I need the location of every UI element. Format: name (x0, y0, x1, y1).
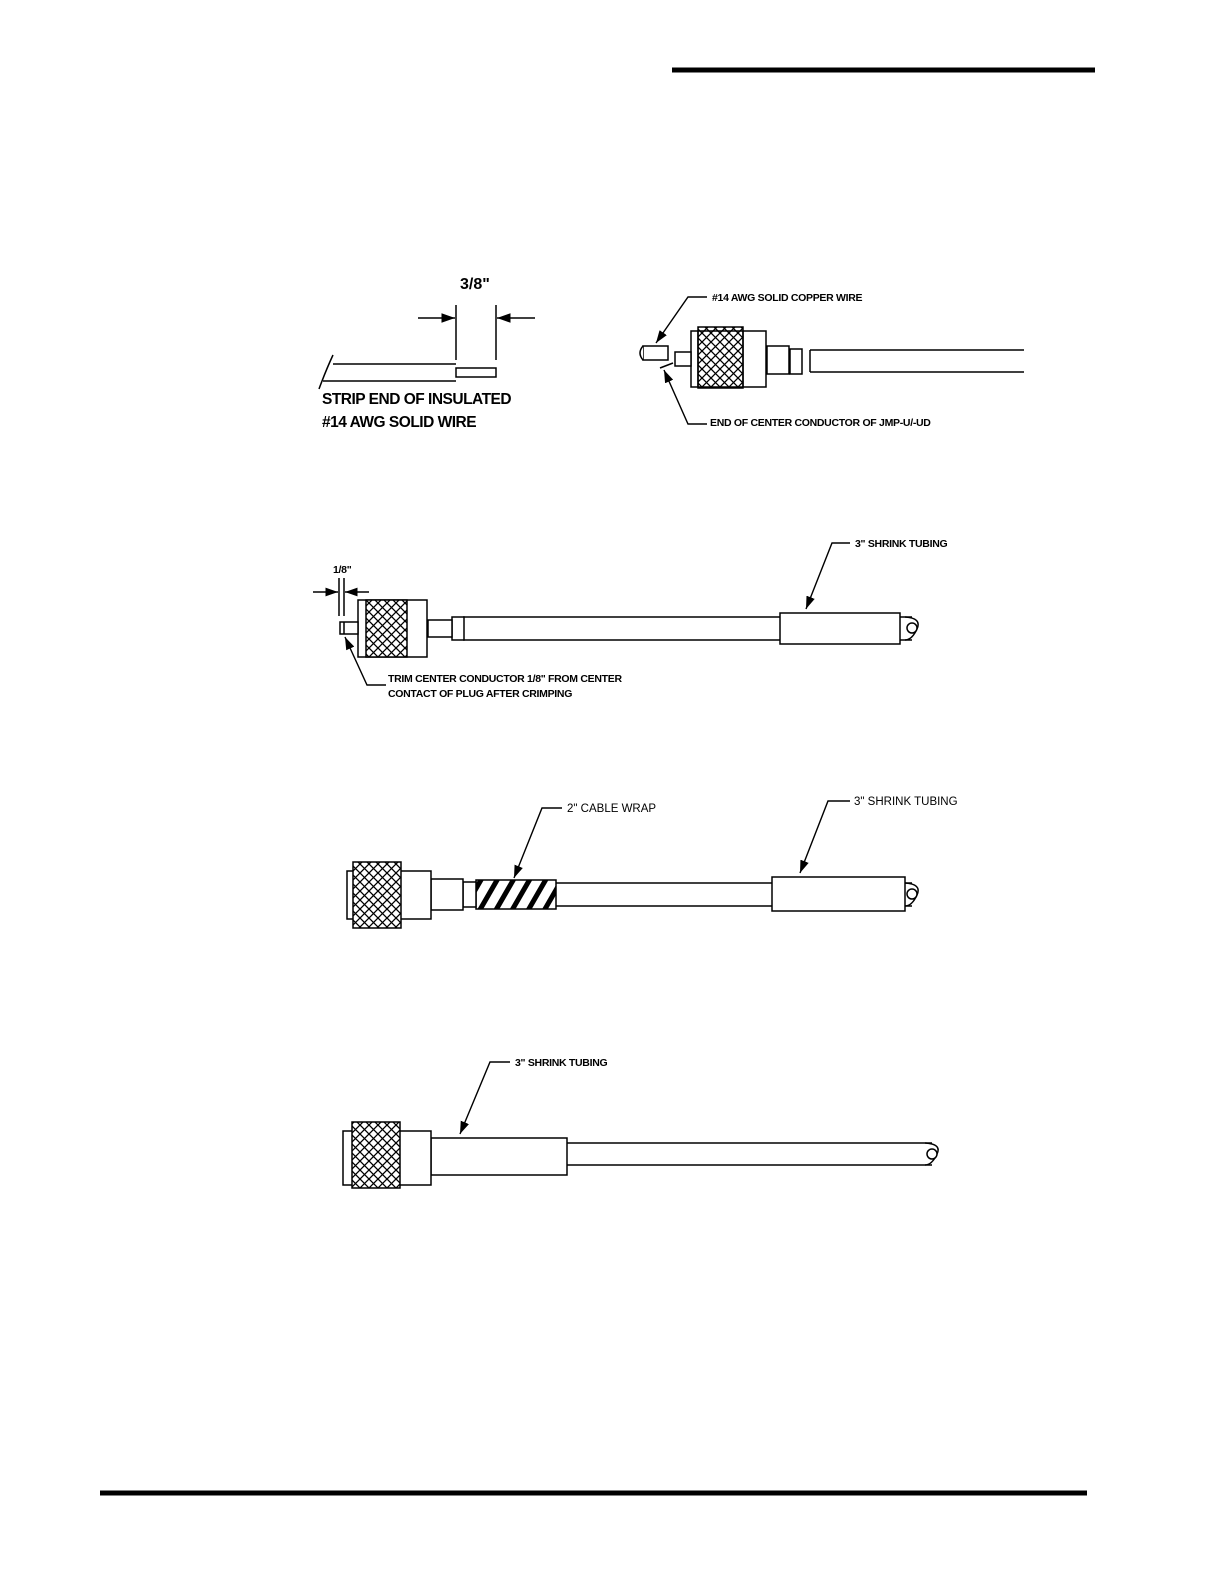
figure-trim-conductor (339, 578, 918, 657)
cable-wrap-label: 2" CABLE WRAP (567, 803, 656, 815)
wire-tip (640, 346, 643, 360)
trim-caption-line1: TRIM CENTER CONDUCTOR 1/8" FROM CENTER (388, 673, 622, 685)
wire-insulation-end (319, 355, 333, 389)
cable-ferrule-4 (463, 882, 476, 907)
center-pin-3 (340, 622, 358, 634)
figure-cable-wrap (347, 862, 918, 928)
bare-conductor (456, 368, 496, 377)
strip-dimension-label: 3/8" (460, 276, 490, 293)
shrink-tubing-5 (431, 1138, 567, 1175)
trim-dimension-label: 1/8" (333, 564, 352, 576)
rear-shell-4 (431, 879, 463, 910)
cable-ferrule-3 (452, 617, 464, 640)
center-conductor-tip (660, 363, 673, 368)
knurled-coupling-nut (698, 327, 743, 388)
leader-cable-wrap (514, 808, 562, 878)
shrink-tubing-3 (780, 613, 900, 644)
shrink-tubing-label-3: 3" SHRINK TUBING (855, 538, 947, 550)
shrink-tubing-label-4: 3" SHRINK TUBING (854, 796, 958, 808)
leader-shrink-tubing-4 (800, 801, 850, 873)
figure-finished-assembly (343, 1122, 938, 1188)
center-conductor-label: END OF CENTER CONDUCTOR OF JMP-U/-UD (710, 417, 931, 429)
leader-shrink-tubing-5 (460, 1062, 510, 1134)
copper-wire-piece (643, 346, 668, 360)
rear-shell (767, 346, 789, 374)
cable-wrap (476, 880, 556, 909)
knurled-nut-5 (352, 1122, 400, 1188)
leader-shrink-tubing-3 (806, 543, 850, 609)
cable-ferrule (790, 349, 802, 374)
shrink-tubing-4 (772, 877, 905, 911)
strip-caption-line2: #14 AWG SOLID WIRE (322, 414, 476, 431)
figure-wire-insertion (640, 327, 1024, 388)
rear-shell-3 (428, 620, 452, 637)
trim-caption-line2: CONTACT OF PLUG AFTER CRIMPING (388, 688, 572, 700)
strip-caption-line1: STRIP END OF INSULATED (322, 391, 511, 408)
figure-strip-wire (319, 305, 535, 389)
copper-wire-label: #14 AWG SOLID COPPER WIRE (712, 292, 863, 304)
shrink-tubing-label-5: 3" SHRINK TUBING (515, 1057, 607, 1069)
knurled-nut-3 (366, 600, 407, 657)
knurled-nut-4 (353, 862, 401, 928)
center-pin (675, 352, 691, 366)
